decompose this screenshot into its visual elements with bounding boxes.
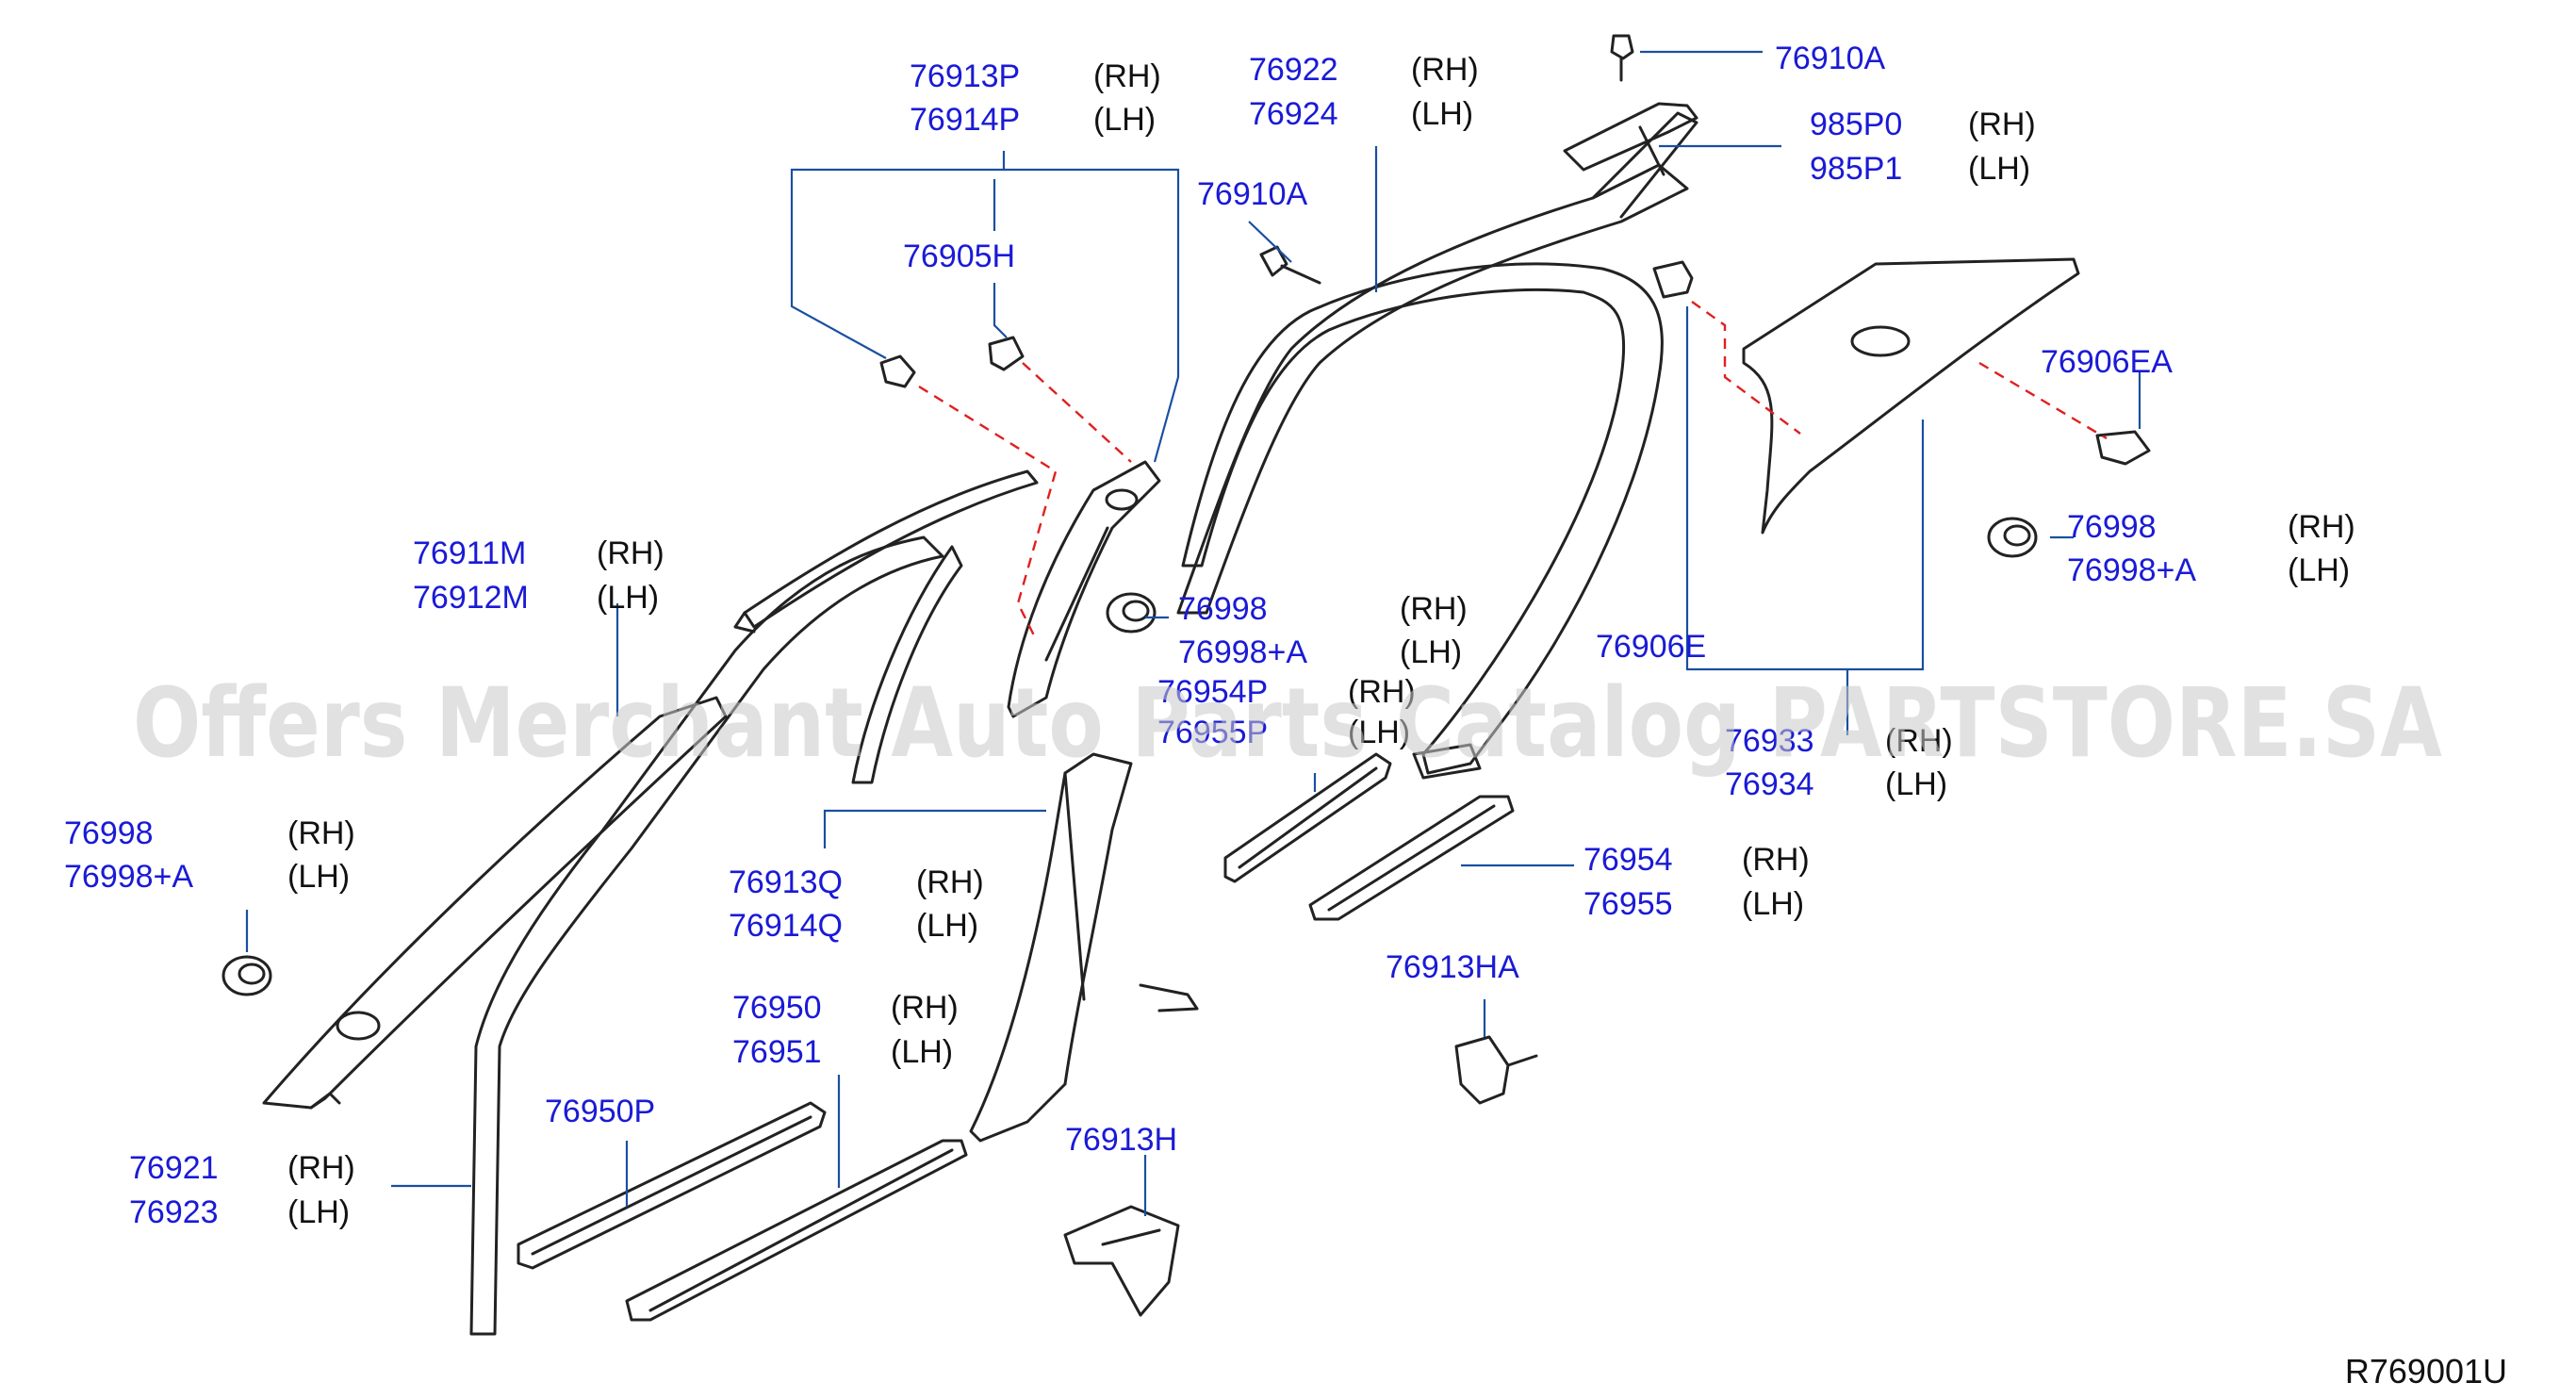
- part-number-76998[interactable]: 76998: [64, 815, 154, 851]
- part-number-76998a[interactable]: 76998+A: [1178, 634, 1307, 670]
- rear-pillar-garnish: [1742, 257, 2080, 535]
- side-label: (LH): [1348, 715, 1410, 750]
- part-number-985p0[interactable]: 985P0: [1810, 107, 1902, 142]
- side-label: (LH): [2288, 552, 2350, 588]
- grommet-76998-right: [1987, 517, 2038, 558]
- side-label: (LH): [1093, 102, 1156, 138]
- part-number-76913p[interactable]: 76913P: [910, 58, 1020, 94]
- part-number-76914p[interactable]: 76914P: [910, 102, 1020, 138]
- roof-side-weatherstrip: [1176, 111, 1698, 615]
- grommet-76998-left: [222, 955, 272, 996]
- side-label: (RH): [287, 815, 355, 851]
- leader-lines: [245, 50, 2141, 1216]
- side-label: (RH): [1742, 842, 1810, 878]
- grommet-76998-center: [1106, 592, 1157, 634]
- install-path-2: [1022, 362, 1132, 463]
- part-number-76911m[interactable]: 76911M: [413, 535, 526, 571]
- part-number-76998a[interactable]: 76998+A: [64, 859, 193, 895]
- side-label: (LH): [1742, 886, 1804, 922]
- rear-door-weatherstrip: [1181, 262, 1664, 780]
- side-label: (RH): [1885, 723, 1953, 759]
- side-label: (RH): [1348, 674, 1416, 710]
- front-kicking-plate: [517, 1101, 827, 1270]
- side-label: (RH): [2288, 509, 2355, 545]
- center-pillar-lower-garnish: [969, 752, 1199, 1143]
- part-number-76905h[interactable]: 76905H: [903, 239, 1015, 274]
- side-label: (LH): [1411, 96, 1473, 132]
- part-number-76910a[interactable]: 76910A: [1775, 41, 1886, 76]
- side-label: (RH): [1411, 52, 1479, 88]
- install-path-3: [1691, 301, 1801, 435]
- part-number-76998a[interactable]: 76998+A: [2067, 552, 2196, 588]
- roof-rail-bracket: [1563, 102, 1698, 176]
- center-pillar-upper-garnish: [1007, 460, 1161, 718]
- clip-76913p: [879, 354, 916, 388]
- front-door-weatherstrip: [469, 535, 944, 1336]
- part-number-76906e[interactable]: 76906E: [1596, 629, 1706, 665]
- rear-sill-plate: [1308, 795, 1515, 921]
- part-number-76954p[interactable]: 76954P: [1157, 674, 1268, 710]
- side-label: (RH): [916, 864, 984, 900]
- part-number-76913ha[interactable]: 76913HA: [1386, 949, 1519, 985]
- part-number-76906ea[interactable]: 76906EA: [2041, 344, 2173, 380]
- side-label: (LH): [597, 580, 659, 616]
- side-label: (LH): [1400, 634, 1462, 670]
- bracket-76913ha: [1454, 1035, 1538, 1105]
- part-number-985p1[interactable]: 985P1: [1810, 151, 1902, 187]
- door-upper-garnish: [851, 545, 963, 784]
- side-label: (RH): [1968, 107, 2036, 142]
- watermark-text: Offers Merchant Auto Parts Catalog PARTS…: [133, 667, 2442, 780]
- part-number-76913h[interactable]: 76913H: [1065, 1122, 1177, 1158]
- part-number-76998[interactable]: 76998: [2067, 509, 2157, 545]
- part-number-76913q[interactable]: 76913Q: [729, 864, 843, 900]
- install-path-4: [1978, 361, 2108, 440]
- part-number-76951[interactable]: 76951: [732, 1034, 822, 1070]
- part-number-76955[interactable]: 76955: [1583, 886, 1673, 922]
- side-label: (LH): [287, 859, 350, 895]
- bolt-76910a-top: [1610, 34, 1634, 82]
- part-number-76914q[interactable]: 76914Q: [729, 908, 843, 944]
- part-number-76910a[interactable]: 76910A: [1197, 176, 1308, 212]
- part-number-76950[interactable]: 76950: [732, 990, 822, 1026]
- install-path-1: [918, 385, 1058, 642]
- part-number-76912m[interactable]: 76912M: [413, 580, 529, 616]
- side-label: (RH): [287, 1150, 355, 1186]
- bolt-76910a-mid: [1259, 245, 1321, 285]
- side-label: (RH): [597, 535, 665, 571]
- part-number-76924[interactable]: 76924: [1249, 96, 1338, 132]
- clip-76905h: [988, 336, 1025, 371]
- diagram-code: R769001U: [2345, 1352, 2507, 1391]
- side-label: (RH): [891, 990, 959, 1026]
- front-roof-trim: [733, 469, 1039, 634]
- part-number-76950p[interactable]: 76950P: [545, 1094, 655, 1129]
- side-label: (RH): [1093, 58, 1161, 94]
- side-label: (LH): [1885, 766, 1947, 802]
- part-number-76954[interactable]: 76954: [1583, 842, 1673, 878]
- rear-kicking-plate: [1223, 752, 1392, 883]
- part-number-76998[interactable]: 76998: [1178, 591, 1268, 627]
- part-number-76955p[interactable]: 76955P: [1157, 715, 1268, 750]
- front-sill-plate: [625, 1139, 968, 1322]
- front-pillar-garnish: [262, 696, 728, 1110]
- side-label: (RH): [1400, 591, 1468, 627]
- part-number-76934[interactable]: 76934: [1725, 766, 1814, 802]
- side-label: (LH): [1968, 151, 2030, 187]
- part-number-76922[interactable]: 76922: [1249, 52, 1338, 88]
- bracket-76913h: [1063, 1205, 1180, 1317]
- side-label: (LH): [287, 1194, 350, 1230]
- side-label: (LH): [891, 1034, 953, 1070]
- clip-76906ea: [2095, 430, 2151, 466]
- side-label: (LH): [916, 908, 978, 944]
- clip-top-pillar: [1652, 260, 1694, 299]
- part-number-76933[interactable]: 76933: [1725, 723, 1814, 759]
- part-number-76923[interactable]: 76923: [129, 1194, 219, 1230]
- part-number-76921[interactable]: 76921: [129, 1150, 219, 1186]
